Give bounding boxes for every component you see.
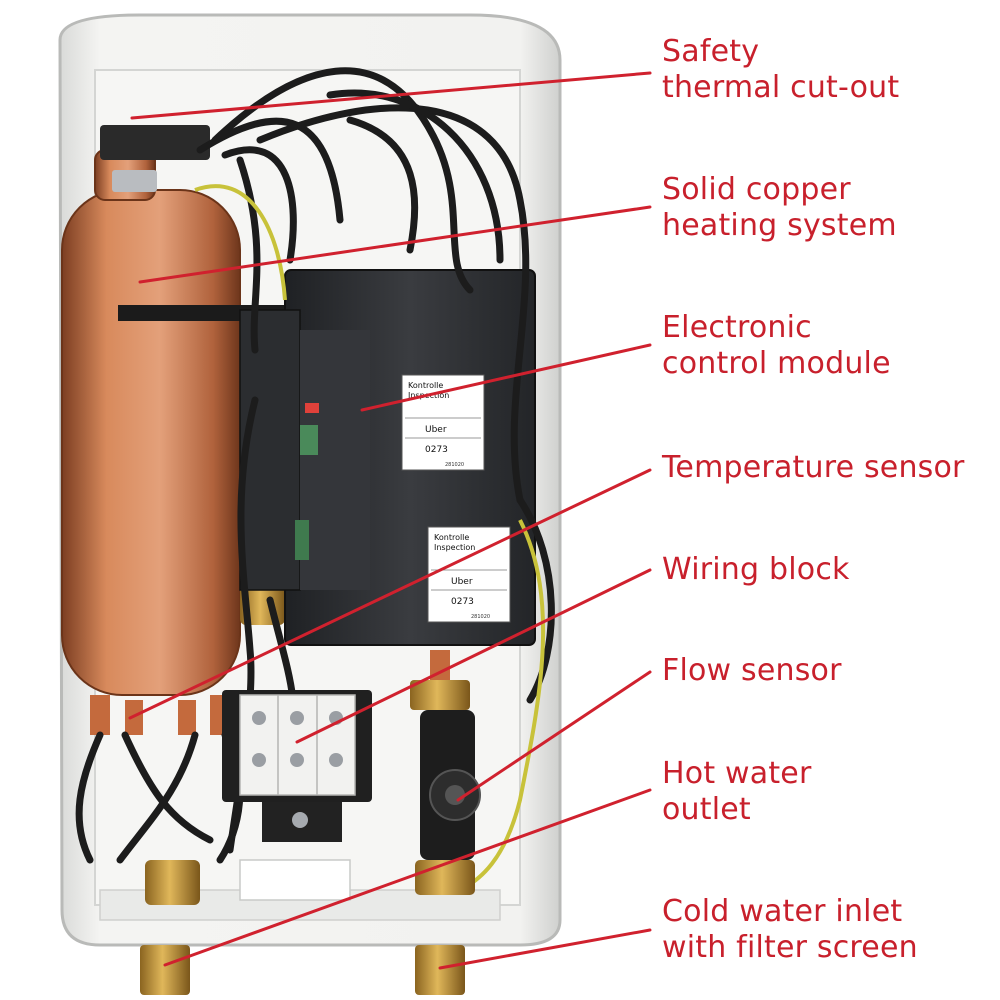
- wiring-block: [222, 690, 372, 842]
- inspection-label-2-name: Uber: [451, 577, 473, 587]
- inspection-label-1-name: Uber: [425, 425, 447, 435]
- leader-flow-sensor: [456, 670, 652, 802]
- leader-electronic-control-module: [360, 343, 652, 412]
- label-flow-sensor: Flow sensor: [662, 653, 842, 688]
- inspection-label-2-small: 281020: [471, 614, 490, 620]
- inspection-label-1-code: 0273: [425, 445, 448, 455]
- label-hot-water-outlet: Hot water outlet: [662, 756, 812, 827]
- wires: [75, 67, 555, 864]
- inspection-label-2-code: 0273: [451, 597, 474, 607]
- leader-solid-copper-heating-system: [138, 205, 652, 284]
- label-safety-thermal-cut-out: Safety thermal cut-out: [662, 34, 900, 105]
- inspection-label-1-small: 281020: [445, 462, 464, 468]
- label-wiring-block: Wiring block: [662, 552, 850, 587]
- leader-wiring-block: [295, 568, 652, 744]
- ground-wire: [194, 184, 546, 892]
- leader-lines: [128, 71, 652, 970]
- label-electronic-control-module: Electronic control module: [662, 310, 891, 381]
- leader-hot-water-outlet: [163, 788, 652, 967]
- thermal-cut-out: [100, 125, 210, 192]
- leader-safety-thermal-cut-out: [130, 71, 652, 120]
- bottom-fittings: [140, 945, 465, 995]
- leader-temperature-sensor: [128, 468, 652, 720]
- leader-cold-water-inlet: [438, 928, 652, 970]
- label-solid-copper-heating-system: Solid copper heating system: [662, 172, 897, 243]
- flow-sensor-assembly: [410, 650, 481, 895]
- label-temperature-sensor: Temperature sensor: [662, 450, 965, 485]
- label-cold-water-inlet: Cold water inlet with filter screen: [662, 894, 918, 965]
